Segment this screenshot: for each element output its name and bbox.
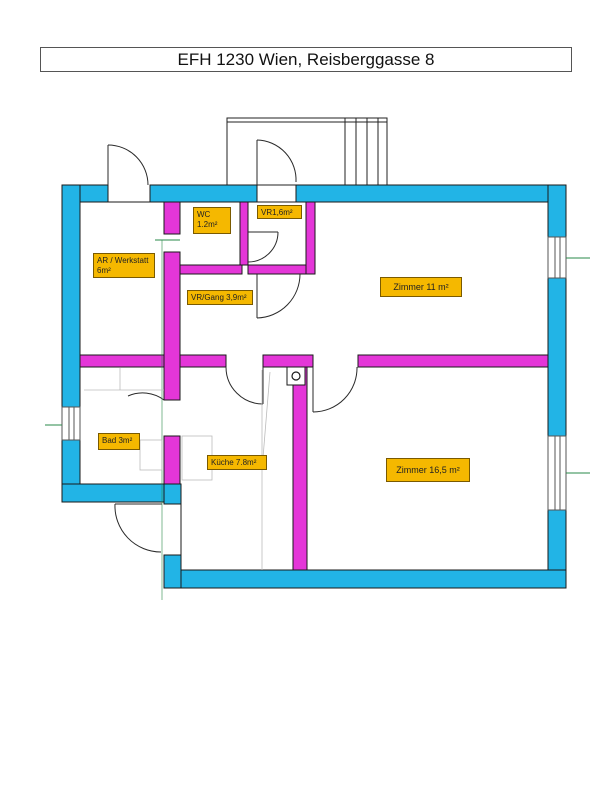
label-ar-werkstatt: AR / Werkstatt 6m²: [93, 253, 155, 278]
label-zimmer-11: Zimmer 11 m²: [380, 277, 462, 297]
label-wc: WC 1.2m²: [193, 207, 231, 234]
kitchen-fixtures: [84, 368, 271, 570]
windows: [45, 236, 590, 511]
label-zimmer-16: Zimmer 16,5 m²: [386, 458, 470, 482]
label-bad: Bad 3m²: [98, 433, 140, 450]
label-vr-gang: VR/Gang 3,9m²: [187, 290, 253, 305]
label-kueche: Küche 7.8m²: [207, 455, 267, 470]
room-outlines: [80, 201, 548, 571]
balcony: [226, 117, 388, 186]
interior-walls: [79, 201, 549, 571]
plan-title: EFH 1230 Wien, Reisberggasse 8: [40, 47, 572, 72]
label-vr1: VR1,6m²: [257, 205, 302, 219]
chimney: [286, 366, 306, 386]
door-swings: [107, 139, 358, 600]
